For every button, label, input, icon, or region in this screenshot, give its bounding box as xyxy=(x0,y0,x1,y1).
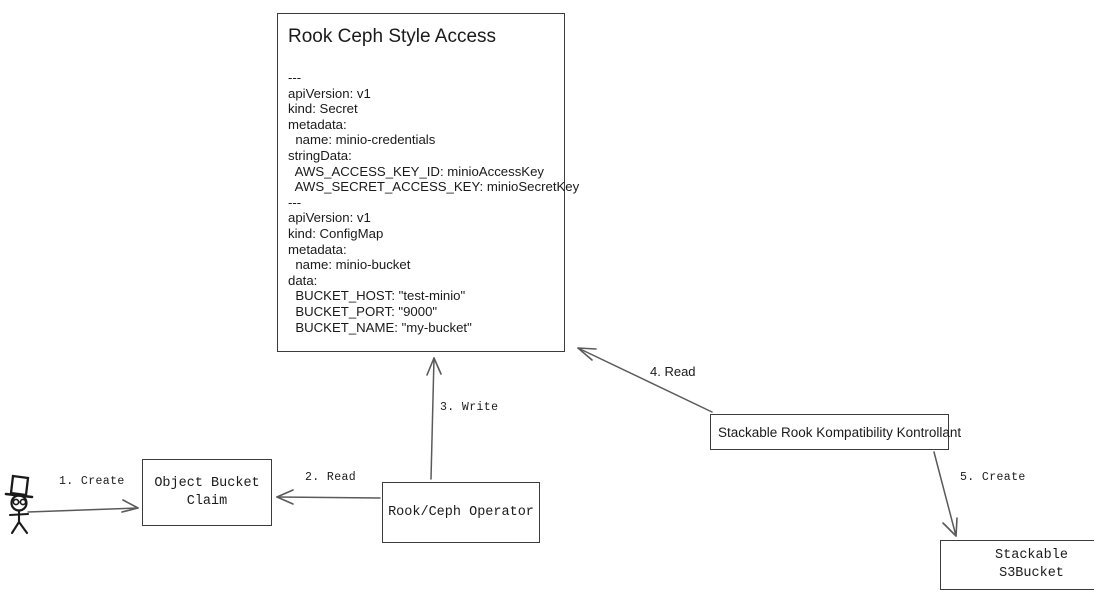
edge-write-3 xyxy=(426,357,442,480)
node-object-bucket-claim[interactable]: Object Bucket Claim xyxy=(142,459,272,526)
actor-stick-figure xyxy=(4,474,34,535)
node-stackable-s3bucket[interactable]: Stackable S3Bucket xyxy=(940,540,1094,590)
edge-label-read-2: 2. Read xyxy=(305,471,357,484)
yaml-manifest-text: --- apiVersion: v1 kind: Secret metadata… xyxy=(288,70,580,335)
edge-create-5 xyxy=(933,451,958,537)
edge-label-write-3: 3. Write xyxy=(440,401,499,414)
edge-label-create-5: 5. Create xyxy=(960,471,1026,484)
edge-read-4 xyxy=(577,347,713,413)
edge-label-read-4: 4. Read xyxy=(650,364,696,379)
edge-read-2 xyxy=(276,489,381,505)
node-stackable-rook-kompatibility-kontrollant[interactable]: Stackable Rook Kompatibility Kontrollant xyxy=(710,414,961,450)
node-rook-ceph-operator[interactable]: Rook/Ceph Operator xyxy=(382,482,540,543)
edge-create-1 xyxy=(27,499,139,513)
yaml-manifest-card: Rook Ceph Style Access --- apiVersion: v… xyxy=(277,13,580,352)
yaml-card-title: Rook Ceph Style Access xyxy=(288,26,497,47)
edge-label-create-1: 1. Create xyxy=(59,475,125,488)
